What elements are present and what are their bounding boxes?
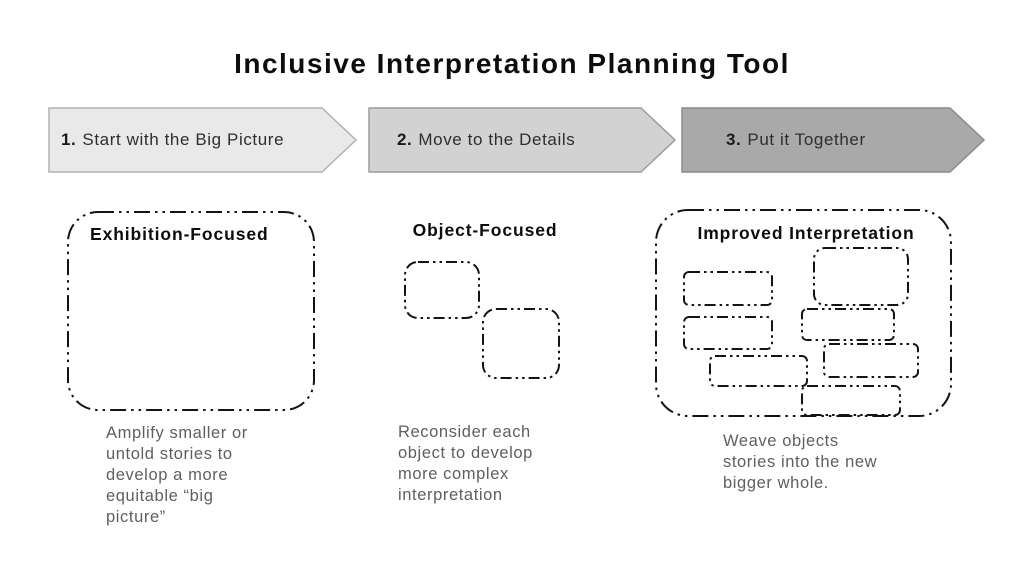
improved-inner-box-top-right [813,247,909,306]
step-arrow-3: 3. Put it Together [681,107,985,173]
chevron-arrow-polygon-1 [48,107,357,173]
step-number-3: 3. [726,130,742,149]
step-text-1: Start with the Big Picture [82,130,285,149]
improved-inner-box-mid [801,308,895,341]
chevron-arrow-polygon-3 [681,107,985,173]
caption-put-together: Weave objects stories into the new bigge… [723,432,878,492]
chevron-arrow-shape-3 [681,107,985,173]
improved-inner-box-bottom [801,385,901,416]
step-text-2: Move to the Details [418,130,576,149]
step-label-3: 3. Put it Together [681,107,866,173]
heading-improved-interpretation: Improved Interpretation [697,223,915,243]
object-box-1 [404,261,480,319]
step-arrow-1: 1. Start with the Big Picture [48,107,357,173]
caption-big-picture: Amplify smaller or untold stories to dev… [106,424,248,526]
step-label-2: 2. Move to the Details [368,107,575,173]
exhibition-focused-box [67,211,315,411]
object-box-2 [482,308,560,379]
chevron-arrow-polygon-2 [368,107,676,173]
improved-inner-box-left-mid [683,316,773,350]
step-arrow-2: 2. Move to the Details [368,107,676,173]
page-title: Inclusive Interpretation Planning Tool [234,48,790,79]
step-number-2: 2. [397,130,413,149]
improved-inner-box-right [823,343,919,378]
step-text-3: Put it Together [747,130,866,149]
improved-interpretation-box [655,209,952,417]
chevron-arrow-shape-1 [48,107,357,173]
step-number-1: 1. [61,130,77,149]
improved-inner-box-bottom-left [709,355,808,387]
heading-object-focused: Object-Focused [412,220,558,240]
step-label-1: 1. Start with the Big Picture [48,107,284,173]
heading-exhibition-focused: Exhibition-Focused [90,224,269,244]
caption-details: Reconsider each object to develop more c… [398,423,533,504]
chevron-arrow-shape-2 [368,107,676,173]
improved-inner-box-left-top [683,271,773,306]
